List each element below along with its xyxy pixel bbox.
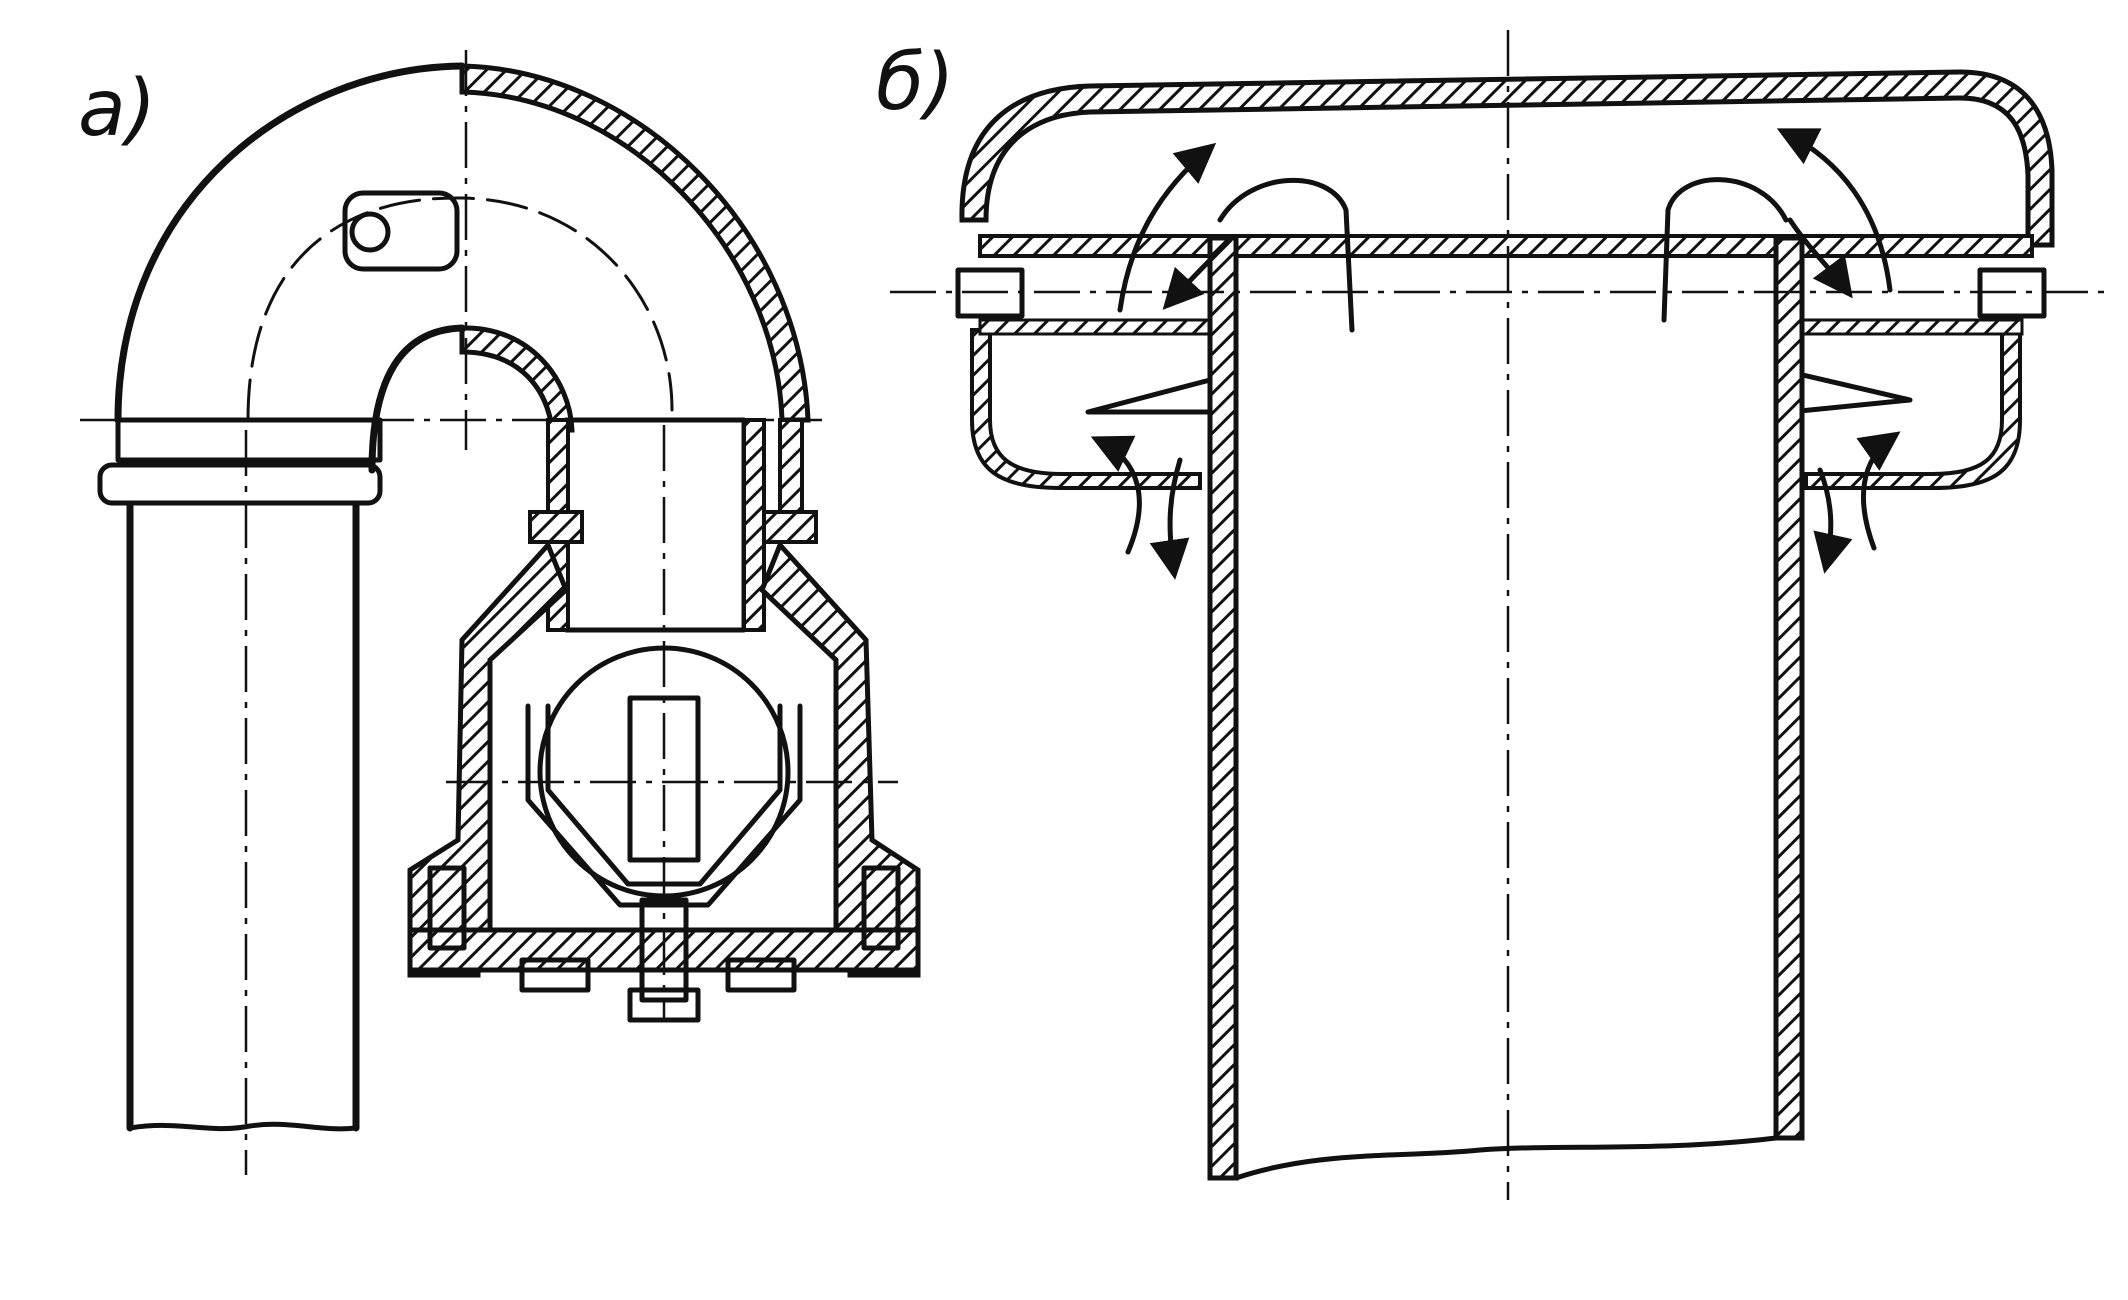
panel-label-a: а) (78, 64, 157, 154)
nut-left (519, 957, 591, 993)
air-flow-curl-right (1661, 177, 1789, 323)
air-flow-arrow-bottom-right-in (1856, 431, 1901, 551)
bolt-left (427, 865, 467, 951)
lower-shell-right (1804, 328, 2022, 490)
down-pipe-break (127, 1121, 359, 1132)
bend-inner-wall-hatched (459, 325, 575, 433)
bend-outer-left (114, 62, 466, 424)
sleeve-wall-right (742, 418, 766, 632)
seal-ring-right (762, 510, 818, 544)
cap-shell-hatched (959, 69, 2055, 248)
coupling-flange (97, 462, 383, 506)
drawing-a-siphon-trap (80, 50, 921, 1175)
air-flow-arrow-bottom-left-out (1149, 457, 1190, 580)
air-flow-arrow-top-right-down (1787, 217, 1853, 299)
pipe-wall-left (1207, 235, 1239, 1181)
air-flow-arrow-top-left-down (1162, 237, 1233, 310)
panel-label-b: б) (876, 38, 955, 128)
coupling-band (115, 417, 383, 463)
air-flow-arrow-top-left-up (1117, 142, 1217, 313)
air-flow-arrow-top-right-up (1776, 128, 1893, 293)
seal-ring-left (528, 510, 584, 544)
air-flow-arrow-bottom-left-in (1090, 435, 1142, 555)
baffle-left (978, 318, 1212, 336)
drawing-b-vent-cap (890, 30, 2110, 1200)
air-flow-arrow-bottom-right-out (1813, 467, 1853, 574)
pipe-break (1233, 1135, 1779, 1181)
top-plate (978, 234, 2034, 258)
flow-line (246, 196, 674, 422)
lug-hole (349, 211, 391, 253)
bend-inner-left (368, 324, 466, 474)
deflector-right (1787, 369, 1913, 415)
deflector-left (1085, 377, 1213, 415)
baffle-right (1798, 318, 2024, 336)
trap-sleeve (563, 417, 747, 633)
pipe-wall-right (1773, 235, 1805, 1141)
down-pipe (126, 501, 360, 1132)
lower-shell-left (970, 328, 1202, 490)
inspection-lug (342, 190, 460, 272)
bolt-right (861, 865, 901, 951)
air-flow-curl-left (1217, 178, 1355, 333)
nut-right (725, 957, 797, 993)
